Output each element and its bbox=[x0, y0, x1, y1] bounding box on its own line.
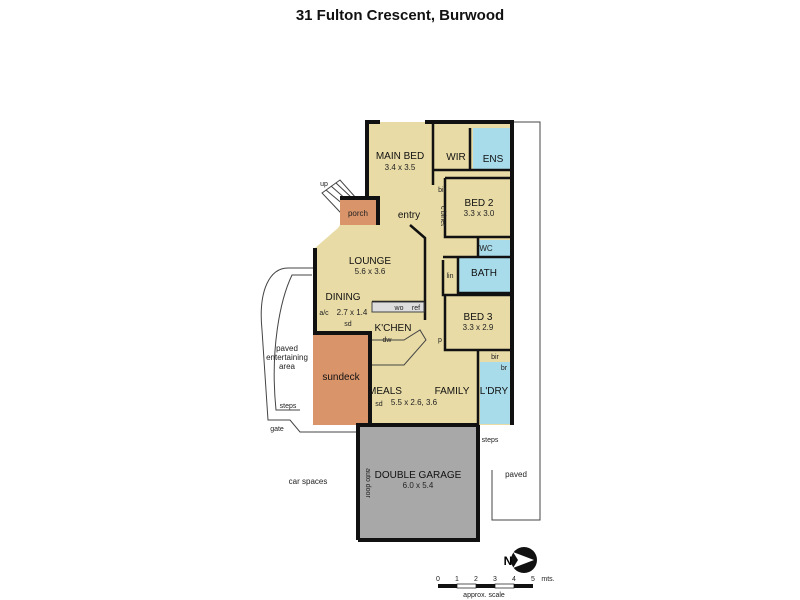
ac-label: a/c bbox=[319, 310, 329, 317]
ensuite-area bbox=[473, 128, 510, 170]
kitchen-island bbox=[372, 329, 427, 366]
bath-area bbox=[458, 257, 510, 293]
scale-tick-1: 1 bbox=[455, 576, 459, 583]
wo-label: wo bbox=[394, 305, 404, 312]
dining-label: DINING bbox=[326, 292, 361, 303]
paved-entertaining-outline bbox=[260, 267, 358, 433]
family-label: FAMILY bbox=[435, 386, 470, 397]
page-title: 31 Fulton Crescent, Burwood bbox=[295, 7, 505, 24]
paved-label-2: entertaining bbox=[266, 353, 308, 362]
kitchen-bench bbox=[371, 301, 425, 313]
bed2-size: 3.3 x 3.0 bbox=[464, 209, 495, 218]
lounge-label: LOUNGE bbox=[349, 256, 392, 267]
car-spaces-label: car spaces bbox=[289, 477, 328, 486]
gate-label: gate bbox=[270, 426, 284, 433]
interior-walls bbox=[372, 122, 512, 425]
bed3-label: BED 3 bbox=[464, 312, 493, 323]
auto-door-label: auto door bbox=[364, 468, 371, 498]
north-label: N bbox=[504, 554, 513, 568]
lin-label: lin bbox=[446, 273, 453, 280]
scale-tick-2: 2 bbox=[474, 576, 478, 583]
scale-caption: approx. scale bbox=[463, 592, 505, 599]
bir2-label: bir bbox=[491, 354, 499, 361]
main-bed-label: MAIN BED bbox=[376, 151, 424, 162]
steps-right-label: steps bbox=[482, 437, 499, 444]
north-arrow-icon bbox=[511, 547, 537, 573]
garage-size: 6.0 x 5.4 bbox=[403, 481, 434, 490]
bir-label: bir bbox=[438, 187, 446, 194]
pantry-label: p bbox=[438, 337, 442, 344]
scale-bar bbox=[438, 583, 533, 589]
cbinet-label: c'binet bbox=[439, 206, 446, 226]
paved-right-label: paved bbox=[505, 470, 527, 479]
laundry-area bbox=[480, 362, 510, 424]
sd2-label: sd bbox=[375, 401, 383, 408]
scale-tick-0: 0 bbox=[436, 576, 440, 583]
meals-label: MEALS bbox=[368, 386, 402, 397]
ref-label: ref bbox=[412, 305, 420, 312]
paved-label-3: area bbox=[279, 362, 296, 371]
lounge-size: 5.6 x 3.6 bbox=[355, 267, 386, 276]
bed3-size: 3.3 x 2.9 bbox=[463, 323, 494, 332]
porch-area bbox=[340, 198, 378, 225]
sundeck-label: sundeck bbox=[322, 372, 360, 383]
wc-area bbox=[478, 240, 510, 257]
steps-left-label: steps bbox=[280, 403, 297, 410]
ens-label: ENS bbox=[483, 154, 504, 165]
laundry-label: L'DRY bbox=[480, 386, 509, 397]
paved-inner-outline bbox=[273, 274, 312, 411]
sundeck-area bbox=[313, 333, 370, 425]
garage-label: DOUBLE GARAGE bbox=[375, 470, 462, 481]
scale-tick-5: 5 bbox=[531, 576, 535, 583]
paved-label-1: paved bbox=[276, 344, 298, 353]
meals-family-size: 5.5 x 2.6, 3.6 bbox=[391, 398, 438, 407]
sd-label: sd bbox=[344, 321, 352, 328]
entry-label: entry bbox=[398, 210, 420, 221]
up-label: up bbox=[320, 181, 328, 188]
scale-tick-4: 4 bbox=[512, 576, 516, 583]
wir-label: WIR bbox=[446, 152, 465, 163]
scale-tick-3: 3 bbox=[493, 576, 497, 583]
bed2-label: BED 2 bbox=[465, 198, 494, 209]
dw-label: dw bbox=[383, 337, 393, 344]
dining-size: 2.7 x 1.4 bbox=[337, 308, 368, 317]
scale-unit: mts. bbox=[541, 576, 554, 583]
porch-label: porch bbox=[348, 209, 368, 218]
main-bed-size: 3.4 x 3.5 bbox=[385, 163, 416, 172]
br-label: br bbox=[501, 365, 508, 372]
kitchen-label: K'CHEN bbox=[375, 323, 412, 334]
exterior-walls bbox=[313, 120, 514, 542]
paved-right-outline bbox=[491, 121, 541, 521]
wc-label: WC bbox=[479, 244, 493, 253]
garage-area bbox=[360, 427, 478, 540]
bath-label: BATH bbox=[471, 268, 497, 279]
